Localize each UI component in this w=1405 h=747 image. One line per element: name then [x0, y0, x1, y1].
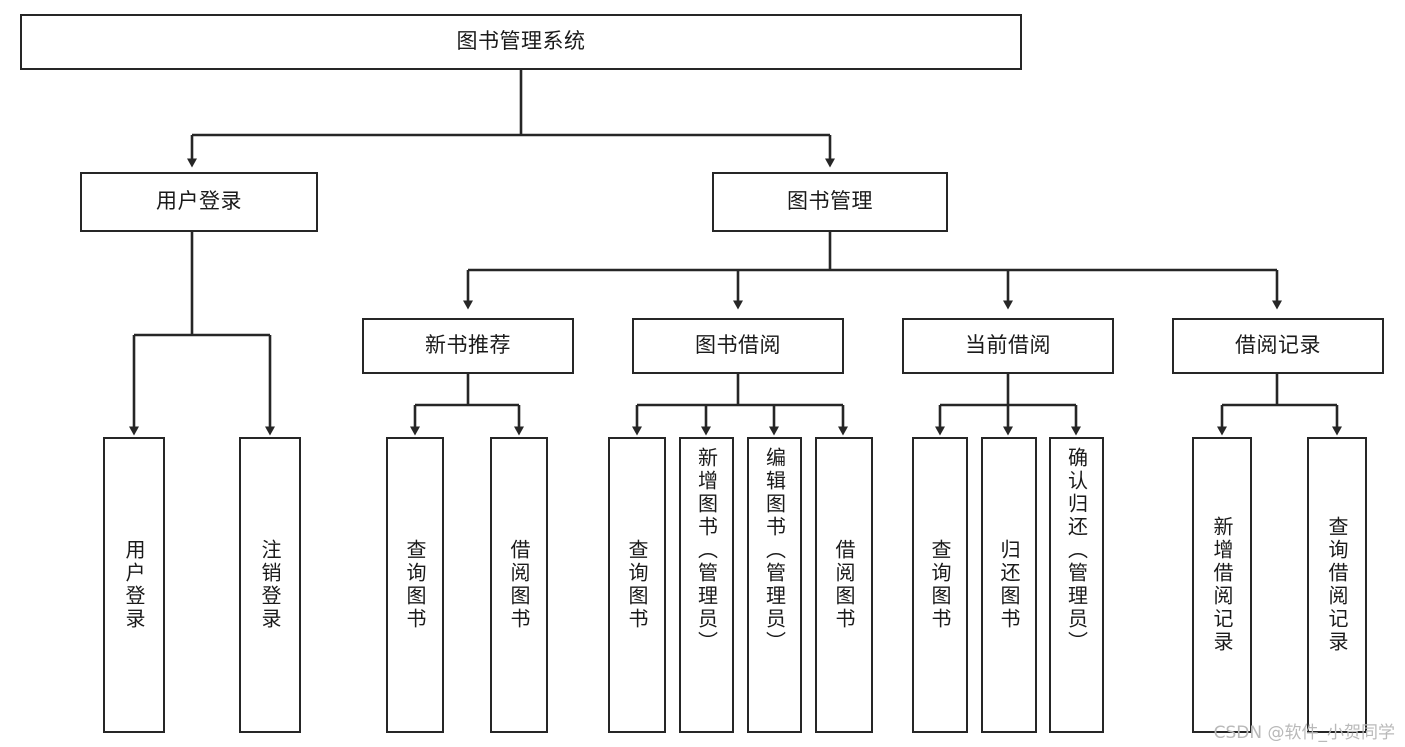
node-leaf-add-book[interactable]: 新增图书（管理员）	[679, 437, 734, 733]
node-leaf-borrow-2-label: 借阅图书	[832, 539, 856, 631]
node-leaf-logout[interactable]: 注销登录	[239, 437, 301, 733]
node-leaf-return[interactable]: 归还图书	[981, 437, 1037, 733]
csdn-watermark: CSDN @软件_小贺同学	[1213, 723, 1395, 743]
node-leaf-query-rec-label: 查询借阅记录	[1325, 516, 1349, 654]
node-user-login-label: 用户登录	[156, 189, 242, 214]
node-user-login[interactable]: 用户登录	[80, 172, 318, 232]
node-book-mgmt-label: 图书管理	[787, 189, 873, 214]
node-leaf-add-book-label: 新增图书（管理员）	[694, 447, 719, 654]
node-current-borrow[interactable]: 当前借阅	[902, 318, 1114, 374]
node-leaf-confirm[interactable]: 确认归还（管理员）	[1049, 437, 1104, 733]
node-leaf-return-label: 归还图书	[997, 539, 1021, 631]
node-leaf-query-1-label: 查询图书	[403, 539, 427, 631]
node-leaf-login[interactable]: 用户登录	[103, 437, 165, 733]
node-leaf-add-rec-label: 新增借阅记录	[1210, 516, 1234, 654]
node-leaf-edit-book-label: 编辑图书（管理员）	[762, 447, 787, 654]
node-leaf-query-2[interactable]: 查询图书	[608, 437, 666, 733]
node-leaf-confirm-label: 确认归还（管理员）	[1064, 447, 1089, 654]
node-book-borrow[interactable]: 图书借阅	[632, 318, 844, 374]
node-current-borrow-label: 当前借阅	[965, 333, 1051, 358]
node-new-book-rec-label: 新书推荐	[425, 333, 511, 358]
node-leaf-query-3-label: 查询图书	[928, 539, 952, 631]
node-leaf-add-rec[interactable]: 新增借阅记录	[1192, 437, 1252, 733]
node-book-mgmt[interactable]: 图书管理	[712, 172, 948, 232]
node-leaf-borrow-1-label: 借阅图书	[507, 539, 531, 631]
node-leaf-borrow-1[interactable]: 借阅图书	[490, 437, 548, 733]
node-leaf-query-1[interactable]: 查询图书	[386, 437, 444, 733]
node-leaf-query-3[interactable]: 查询图书	[912, 437, 968, 733]
node-borrow-record[interactable]: 借阅记录	[1172, 318, 1384, 374]
node-root[interactable]: 图书管理系统	[20, 14, 1022, 70]
node-leaf-query-rec[interactable]: 查询借阅记录	[1307, 437, 1367, 733]
node-book-borrow-label: 图书借阅	[695, 333, 781, 358]
node-leaf-logout-label: 注销登录	[258, 539, 282, 631]
node-root-label: 图书管理系统	[456, 29, 586, 54]
node-new-book-rec[interactable]: 新书推荐	[362, 318, 574, 374]
node-leaf-borrow-2[interactable]: 借阅图书	[815, 437, 873, 733]
node-leaf-login-label: 用户登录	[122, 539, 146, 631]
node-borrow-record-label: 借阅记录	[1235, 333, 1321, 358]
node-leaf-query-2-label: 查询图书	[625, 539, 649, 631]
node-leaf-edit-book[interactable]: 编辑图书（管理员）	[747, 437, 802, 733]
